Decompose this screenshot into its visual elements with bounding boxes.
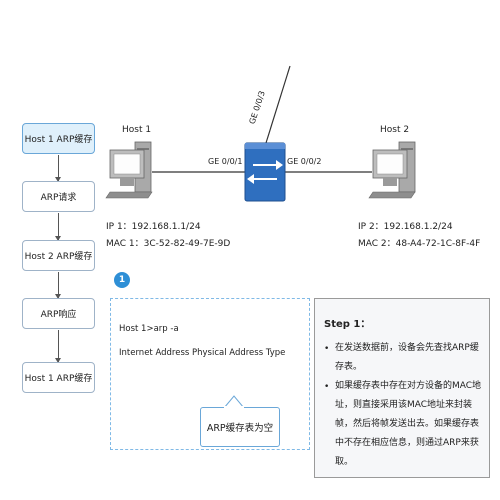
flow-arrow [55, 272, 61, 299]
flow-arrow [55, 213, 61, 241]
link-switch-uplink [265, 65, 291, 144]
flow-arrow [55, 330, 61, 363]
step-title: Step 1： [324, 319, 371, 330]
host2-computer-icon [368, 141, 416, 199]
flow-step-arp-request: ARP请求 [22, 181, 95, 212]
host1-ip: IP 1：192.168.1.1/24 [106, 222, 201, 232]
step-bullet-2: 如果缓存表中存在对方设备的MAC地址，则直接采用该MAC地址来封装帧，然后将帧发… [335, 381, 482, 467]
flow-step-host2-arp-cache: Host 2 ARP缓存 [22, 240, 95, 271]
arp-table-header: Internet Address Physical Address Type [119, 348, 286, 358]
switch-icon [244, 142, 286, 202]
network-topology [105, 65, 416, 202]
host1-name: Host 1 [122, 125, 152, 135]
host1-mac: MAC 1：3C-52-82-49-7E-9D [106, 239, 231, 249]
flow-step-arp-reply: ARP响应 [22, 298, 95, 329]
port-label-left: GE 0/0/1 [208, 157, 243, 166]
flow-step-host1-arp-cache-final: Host 1 ARP缓存 [22, 362, 95, 393]
bullet-icon: • [324, 344, 330, 354]
flow-step-host1-arp-cache: Host 1 ARP缓存 [22, 123, 95, 154]
host2-ip: IP 2：192.168.1.2/24 [358, 222, 453, 232]
flow-arrow [55, 155, 61, 182]
bullet-icon: • [324, 382, 330, 392]
arp-command: Host 1>arp -a [119, 324, 179, 334]
port-label-right: GE 0/0/2 [287, 157, 322, 166]
step-bullet-1: 在发送数据前，设备会先查找ARP缓存表。 [335, 343, 479, 372]
host2-mac: MAC 2：48-A4-72-1C-8F-4F [358, 239, 481, 249]
host1-computer-icon [105, 141, 153, 199]
step-number-badge: 1 [114, 272, 130, 288]
host2-name: Host 2 [380, 125, 410, 135]
arp-cache-empty-callout: ARP缓存表为空 [200, 407, 280, 447]
step-explanation-panel: Step 1： • 在发送数据前，设备会先查找ARP缓存表。 • 如果缓存表中存… [314, 298, 490, 478]
